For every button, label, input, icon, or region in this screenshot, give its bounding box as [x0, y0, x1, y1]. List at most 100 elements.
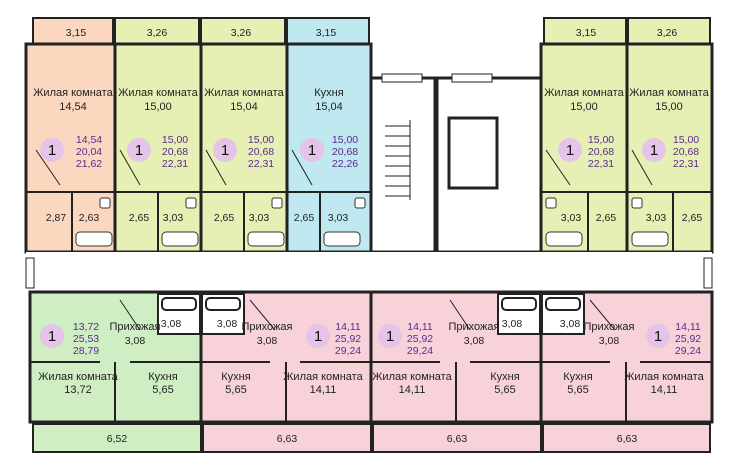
living-area: 20,04 — [76, 146, 102, 158]
room-count-badge — [642, 138, 666, 162]
unit-4-labels: Кухня 15,04 1 15,00 20,68 22,26 2,65 3,0… — [294, 87, 359, 224]
kitchen-label: Кухня — [490, 371, 519, 383]
gross-area: 22,31 — [162, 158, 188, 170]
living-area: 25,92 — [407, 333, 433, 345]
living-area: 25,92 — [675, 333, 701, 345]
room-label: Жилая комната — [204, 87, 284, 99]
balcony — [372, 423, 542, 453]
room-count-badge — [127, 138, 151, 162]
unit-9-labels: 1 14,11 25,92 29,24 Прихожая 3,08 3,08 Ж… — [372, 318, 522, 396]
elevator-icon — [447, 116, 499, 190]
bathtub-icon — [205, 297, 241, 311]
room-label: Жилая комната — [33, 87, 113, 99]
hall-area: 2,65 — [682, 212, 703, 224]
room-label: Кухня — [314, 87, 343, 99]
room-count: 1 — [654, 328, 662, 345]
bathtub-icon — [545, 297, 581, 311]
gross-area: 22,26 — [332, 158, 358, 170]
stairwell — [369, 76, 437, 254]
balcony — [202, 423, 372, 453]
room-area: 15,00 — [655, 101, 683, 113]
room-count: 1 — [308, 142, 316, 159]
room-area: 15,00 — [144, 101, 172, 113]
sink-icon — [185, 197, 197, 209]
hall-label: Прихожая — [584, 321, 635, 333]
kitchen-label: Кухня — [563, 371, 592, 383]
balcony-area: 3,15 — [66, 27, 87, 39]
bath-area: 3,03 — [163, 212, 184, 224]
stairs-icon — [385, 120, 411, 200]
top-partitions — [26, 149, 712, 252]
hall-label: Прихожая — [242, 321, 293, 333]
room-count: 1 — [221, 142, 229, 159]
bath-area: 3,08 — [217, 318, 238, 330]
sink-icon — [545, 197, 557, 209]
unit-6-labels: Жилая комната 15,00 1 15,00 20,68 22,31 … — [629, 87, 709, 224]
room-count: 1 — [48, 142, 56, 159]
room-count-badge — [378, 324, 402, 348]
room-count: 1 — [48, 328, 56, 345]
corridor — [26, 252, 712, 292]
kitchen-label: Кухня — [148, 371, 177, 383]
room-count-badge — [213, 138, 237, 162]
room-count: 1 — [314, 328, 322, 345]
bath-area: 3,08 — [502, 318, 523, 330]
unit-5-labels: Жилая комната 15,00 1 15,00 20,68 22,31 … — [544, 87, 624, 224]
room-area: 13,72 — [64, 384, 92, 396]
stair-core — [369, 73, 543, 254]
bathtub-icon — [545, 231, 583, 247]
room-label: Жилая комната — [118, 87, 198, 99]
living-area: 25,92 — [335, 333, 361, 345]
balcony-area: 3,26 — [231, 27, 252, 39]
hall-area: 3,08 — [257, 335, 278, 347]
room-count-badge — [40, 138, 64, 162]
room-area: 14,11 — [399, 384, 426, 396]
window-icon — [381, 73, 423, 83]
balcony-area: 3,26 — [147, 27, 168, 39]
balcony-area: 3,15 — [316, 27, 337, 39]
room-area: 15,04 — [230, 101, 258, 113]
total-area: 15,00 — [673, 134, 699, 146]
gross-area: 21,62 — [76, 158, 102, 170]
living-area: 20,68 — [162, 146, 188, 158]
window-icon — [703, 257, 713, 289]
window-icon — [451, 73, 493, 83]
room-area: 14,11 — [310, 384, 337, 396]
kitchen-area: 5,65 — [567, 384, 588, 396]
bathtub-icon — [161, 297, 197, 311]
room-area: 15,00 — [570, 101, 598, 113]
sink-icon — [631, 197, 643, 209]
living-area: 20,68 — [588, 146, 614, 158]
hall-area: 2,87 — [46, 212, 67, 224]
total-area: 15,00 — [162, 134, 188, 146]
living-area: 25,53 — [73, 333, 99, 345]
unit-10-labels: 3,08 Прихожая 3,08 1 14,11 25,92 29,24 К… — [560, 318, 705, 396]
room-count-badge — [300, 138, 324, 162]
room-label: Жилая комната — [38, 371, 118, 383]
hall-area: 3,08 — [464, 335, 485, 347]
gross-area: 22,31 — [588, 158, 614, 170]
total-area: 14,54 — [76, 134, 102, 146]
bath-fixtures — [75, 197, 669, 247]
bath-area: 3,03 — [646, 212, 667, 224]
balcony-area: 3,15 — [576, 27, 597, 39]
hall-area: 2,65 — [214, 212, 235, 224]
room-area: 14,54 — [59, 101, 87, 113]
unit-1-labels: Жилая комната 14,54 1 14,54 20,04 21,62 … — [33, 87, 113, 224]
room-count: 1 — [650, 142, 658, 159]
bottom-balconies: 6,52 6,63 6,63 6,63 — [32, 423, 711, 453]
balcony — [627, 17, 711, 45]
bath-area: 2,63 — [79, 212, 100, 224]
top-balconies: 3,15 3,26 3,26 3,15 3,15 3,26 — [32, 17, 711, 45]
room-count: 1 — [566, 142, 574, 159]
living-area: 20,68 — [248, 146, 274, 158]
balcony — [286, 17, 370, 45]
sink-icon — [354, 197, 366, 209]
bathtub-icon — [247, 231, 285, 247]
balcony-area: 6,63 — [447, 433, 468, 445]
bathtub-icon — [161, 231, 199, 247]
gross-area: 22,31 — [673, 158, 699, 170]
apartment-unit-6 — [625, 42, 714, 254]
gross-area: 29,24 — [407, 345, 433, 357]
